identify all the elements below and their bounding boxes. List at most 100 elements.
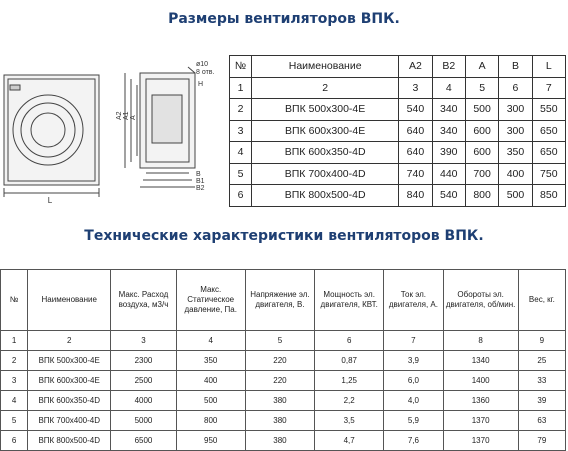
table-cell: 6 bbox=[0, 430, 29, 451]
tech-index-cell: 5 bbox=[244, 330, 316, 351]
table-cell: 950 bbox=[175, 430, 246, 451]
table-cell: 4 bbox=[0, 390, 29, 411]
front-view bbox=[3, 74, 100, 197]
table-cell: 1360 bbox=[442, 390, 519, 411]
table-cell: 800 bbox=[464, 184, 500, 207]
dims-index-cell: 2 bbox=[251, 76, 400, 99]
dimensions-table: № Наименование A2 B2 A B L 1 2 3 4 5 6 7… bbox=[228, 55, 567, 207]
table-cell: 850 bbox=[531, 184, 567, 207]
table-cell: ВПК 800х500-4D bbox=[251, 184, 400, 207]
table-cell: 1370 bbox=[442, 410, 519, 431]
table-cell: 640 bbox=[398, 119, 433, 142]
dims-index-cell: 4 bbox=[431, 76, 466, 99]
table-cell: 300 bbox=[498, 119, 533, 142]
table-row: 4 ВПК 600х350-4D 4000 500 380 2,2 4,0 13… bbox=[0, 390, 567, 411]
table-cell: ВПК 600х350-4D bbox=[27, 390, 112, 411]
label-holes: ø10 bbox=[196, 61, 208, 68]
table-row: 3 ВПК 600х300-4Е 640 340 600 300 650 bbox=[228, 119, 567, 142]
table-cell: 540 bbox=[431, 184, 466, 207]
table-cell: 600 bbox=[464, 119, 500, 142]
table-cell: 540 bbox=[398, 98, 433, 121]
table-cell: 4,0 bbox=[383, 390, 444, 411]
dims-index-cell: 3 bbox=[398, 76, 433, 99]
table-cell: 800 bbox=[175, 410, 246, 431]
table-cell: 6,0 bbox=[383, 370, 444, 391]
dims-index-cell: 5 bbox=[464, 76, 500, 99]
tech-index-cell: 1 bbox=[0, 330, 29, 351]
table-cell: ВПК 600х300-4Е bbox=[27, 370, 112, 391]
table-cell: 700 bbox=[464, 162, 500, 185]
table-row: 5 ВПК 700х400-4D 5000 800 380 3,5 5,9 13… bbox=[0, 410, 567, 431]
table-cell: 6 bbox=[228, 184, 253, 207]
table-cell: 6500 bbox=[110, 430, 177, 451]
table-cell: 650 bbox=[531, 141, 567, 164]
label-b: B bbox=[196, 171, 201, 178]
tech-header-row: № Наименование Макс. Расход воздуха, м3/… bbox=[0, 269, 567, 331]
table-cell: 220 bbox=[244, 350, 316, 371]
table-cell: 25 bbox=[517, 350, 567, 371]
table-cell: 600 bbox=[464, 141, 500, 164]
table-row: 2 ВПК 500х300-4Е 2300 350 220 0,87 3,9 1… bbox=[0, 350, 567, 371]
table-cell: 63 bbox=[517, 410, 567, 431]
table-cell: ВПК 600х350-4D bbox=[251, 141, 400, 164]
label-a: A bbox=[130, 115, 137, 120]
tech-index-cell: 4 bbox=[175, 330, 246, 351]
tech-header-cell: Обороты эл. двигателя, об/мин. bbox=[442, 269, 519, 331]
tech-index-cell: 8 bbox=[442, 330, 519, 351]
table-cell: 4,7 bbox=[314, 430, 385, 451]
table-cell: 2500 bbox=[110, 370, 177, 391]
dims-header-cell: Наименование bbox=[251, 55, 400, 78]
table-cell: 79 bbox=[517, 430, 567, 451]
table-cell: 4000 bbox=[110, 390, 177, 411]
table-cell: ВПК 700х400-4D bbox=[251, 162, 400, 185]
table-cell: 300 bbox=[498, 98, 533, 121]
tech-header-cell: Макс. Статическое давление, Па. bbox=[175, 269, 246, 331]
table-cell: 500 bbox=[175, 390, 246, 411]
side-view bbox=[124, 66, 196, 188]
table-cell: 500 bbox=[498, 184, 533, 207]
table-cell: 33 bbox=[517, 370, 567, 391]
table-cell: 640 bbox=[398, 141, 433, 164]
tech-index-cell: 2 bbox=[27, 330, 112, 351]
dims-header-cell: A2 bbox=[398, 55, 433, 78]
table-cell: 1340 bbox=[442, 350, 519, 371]
table-cell: 3 bbox=[0, 370, 29, 391]
tech-header-cell: Мощность эл. двигателя, КВТ. bbox=[314, 269, 385, 331]
table-cell: 1370 bbox=[442, 430, 519, 451]
table-cell: 5,9 bbox=[383, 410, 444, 431]
table-row: 4 ВПК 600х350-4D 640 390 600 350 650 bbox=[228, 141, 567, 164]
dimensions-title: Размеры вентиляторов ВПК. bbox=[168, 11, 400, 27]
table-cell: 4 bbox=[228, 141, 253, 164]
tech-index-cell: 9 bbox=[517, 330, 567, 351]
dims-header-cell: № bbox=[228, 55, 253, 78]
table-row: 6 ВПК 800х500-4D 6500 950 380 4,7 7,6 13… bbox=[0, 430, 567, 451]
table-cell: 390 bbox=[431, 141, 466, 164]
table-cell: 380 bbox=[244, 430, 316, 451]
label-a1: A1 bbox=[123, 111, 130, 120]
table-cell: ВПК 500х300-4Е bbox=[27, 350, 112, 371]
label-holes-count: 8 отв. bbox=[196, 69, 215, 76]
dimensions-header-row: № Наименование A2 B2 A B L bbox=[228, 55, 567, 78]
table-row: 3 ВПК 600х300-4Е 2500 400 220 1,25 6,0 1… bbox=[0, 370, 567, 391]
table-cell: ВПК 800х500-4D bbox=[27, 430, 112, 451]
table-cell: 3,5 bbox=[314, 410, 385, 431]
dims-header-cell: B bbox=[498, 55, 533, 78]
table-cell: 5 bbox=[228, 162, 253, 185]
table-cell: 2 bbox=[228, 98, 253, 121]
table-cell: ВПК 600х300-4Е bbox=[251, 119, 400, 142]
table-cell: 440 bbox=[431, 162, 466, 185]
tech-header-cell: Ток эл. двигателя, А. bbox=[383, 269, 444, 331]
table-cell: 340 bbox=[431, 119, 466, 142]
table-cell: 7,6 bbox=[383, 430, 444, 451]
table-cell: 550 bbox=[531, 98, 567, 121]
tech-header-cell: Вес, кг. bbox=[517, 269, 567, 331]
table-cell: 3 bbox=[228, 119, 253, 142]
table-cell: ВПК 700х400-4D bbox=[27, 410, 112, 431]
table-cell: 3,9 bbox=[383, 350, 444, 371]
table-cell: 220 bbox=[244, 370, 316, 391]
table-cell: 840 bbox=[398, 184, 433, 207]
tech-header-cell: Макс. Расход воздуха, м3/ч bbox=[110, 269, 177, 331]
table-cell: 740 bbox=[398, 162, 433, 185]
tech-index-row: 1 2 3 4 5 6 7 8 9 bbox=[0, 330, 567, 351]
fan-drawing: L A2 A1 A B B1 B2 ø10 8 отв. H bbox=[3, 61, 215, 205]
